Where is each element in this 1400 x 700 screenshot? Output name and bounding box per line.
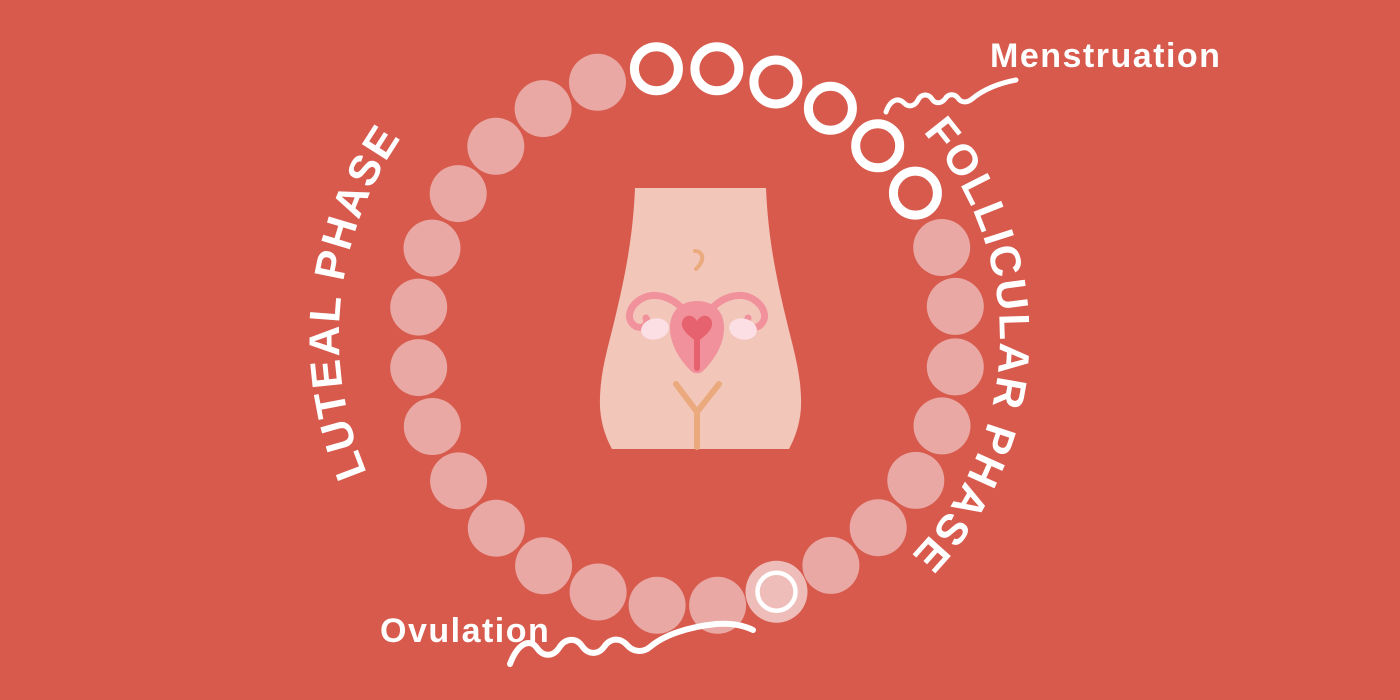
menstruation-day-dot bbox=[888, 166, 942, 220]
bikini-line bbox=[673, 381, 722, 450]
cycle-day-dot bbox=[628, 576, 686, 634]
menstruation-day-dot bbox=[803, 81, 857, 135]
cycle-day-dot bbox=[430, 452, 488, 510]
ovulation-label: Ovulation bbox=[380, 612, 550, 650]
cycle-day-dot bbox=[390, 278, 448, 336]
cycle-day-ring bbox=[390, 42, 984, 634]
cycle-day-dot bbox=[403, 219, 461, 277]
navel-icon bbox=[693, 249, 705, 271]
ovary-right bbox=[729, 318, 757, 340]
ovary-left bbox=[641, 318, 669, 340]
menstruation-day-dot bbox=[629, 42, 683, 96]
cycle-day-dot bbox=[926, 277, 984, 335]
cycle-day-dot bbox=[926, 338, 984, 396]
cycle-day-dot bbox=[514, 80, 572, 138]
menstruation-day-dot bbox=[690, 42, 744, 96]
cycle-day-dot bbox=[467, 117, 525, 175]
torso-illustration bbox=[599, 188, 802, 450]
cycle-day-dot bbox=[515, 537, 573, 595]
cycle-day-dot bbox=[403, 398, 461, 455]
cycle-day-dot bbox=[569, 53, 626, 111]
cycle-day-dot bbox=[887, 451, 945, 509]
cycle-day-dot bbox=[913, 397, 971, 455]
cycle-day-dot bbox=[689, 576, 747, 634]
menstruation-day-dot bbox=[749, 55, 803, 109]
cycle-day-dot bbox=[849, 499, 907, 557]
cycle-day-dot bbox=[390, 339, 448, 397]
cycle-day-dot bbox=[802, 536, 860, 594]
cycle-day-dot bbox=[429, 165, 487, 223]
ovulation-day-dot bbox=[745, 560, 808, 623]
cycle-day-dot bbox=[913, 219, 971, 276]
ovulation-squiggle-line bbox=[507, 620, 756, 667]
cycle-day-dot bbox=[467, 499, 525, 557]
cycle-day-dot bbox=[569, 563, 627, 621]
menstruation-label: Menstruation bbox=[990, 37, 1221, 75]
menstruation-day-dot bbox=[851, 119, 905, 173]
uterus-heart-icon bbox=[681, 315, 713, 343]
menstruation-squiggle-line bbox=[883, 77, 1019, 115]
